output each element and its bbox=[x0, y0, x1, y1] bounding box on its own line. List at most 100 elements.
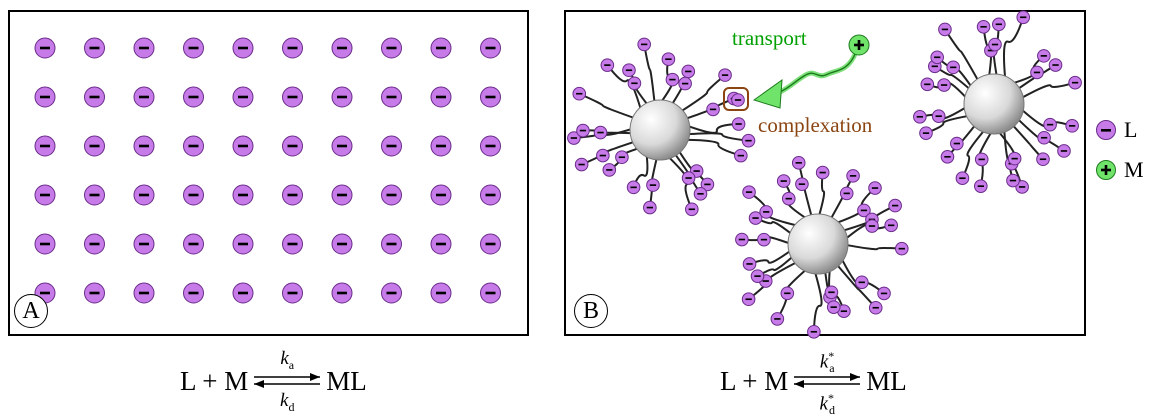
ligand-icon bbox=[913, 109, 927, 124]
ligand-icon bbox=[976, 19, 991, 34]
panel-a-label: A bbox=[14, 294, 48, 328]
ligand-icon bbox=[232, 233, 254, 255]
ligand-icon bbox=[480, 135, 501, 157]
ligand-icon bbox=[183, 184, 204, 206]
ligand-icon bbox=[940, 150, 955, 164]
panel-a: A bbox=[8, 10, 529, 336]
ligand-icon bbox=[741, 292, 756, 307]
ligand-icon bbox=[815, 165, 830, 180]
ligand-icon bbox=[1048, 58, 1063, 72]
nanoparticle-bottom bbox=[735, 156, 909, 339]
ligand-icon bbox=[282, 37, 303, 59]
ligand-chain bbox=[606, 64, 643, 111]
ligand-icon bbox=[381, 184, 402, 206]
ligand-icon bbox=[1057, 144, 1071, 158]
ligand-icon bbox=[596, 148, 610, 163]
ligand-icon bbox=[331, 37, 353, 59]
ligand-icon bbox=[718, 68, 732, 82]
ligand-icon bbox=[1037, 49, 1051, 63]
ligand-icon bbox=[232, 135, 254, 157]
ligand-icon bbox=[34, 233, 56, 255]
ligand-icon bbox=[567, 131, 581, 145]
ligand-icon bbox=[741, 133, 756, 148]
ligand-icon bbox=[826, 300, 841, 314]
ligand-icon bbox=[700, 177, 715, 192]
ligand-icon bbox=[133, 184, 155, 206]
ligand-chain bbox=[1019, 81, 1076, 100]
ligand-icon bbox=[34, 135, 56, 157]
ligand-icon bbox=[133, 86, 155, 108]
ligand-icon bbox=[731, 93, 745, 107]
ligand-icon bbox=[1036, 152, 1050, 167]
ligand-icon bbox=[430, 135, 452, 157]
ligand-chain bbox=[812, 270, 823, 332]
equation-b-left: L + M bbox=[720, 365, 789, 396]
ligand-icon bbox=[572, 86, 587, 101]
ligand-chain bbox=[1002, 16, 1025, 80]
ligand-icon bbox=[868, 300, 883, 315]
ligand-icon bbox=[750, 269, 765, 283]
ligand-icon bbox=[742, 185, 756, 199]
ligand-icon bbox=[627, 76, 642, 91]
ligand-chain bbox=[632, 153, 649, 188]
ligand-icon bbox=[950, 136, 964, 151]
transport-arrowhead bbox=[752, 78, 783, 109]
ligand-icon bbox=[693, 187, 708, 201]
metal-ion-icon bbox=[848, 34, 870, 56]
ligand-icon bbox=[1006, 173, 1020, 188]
equilibrium-arrows-a: ka kd bbox=[250, 349, 324, 414]
ligand-icon bbox=[430, 184, 452, 206]
ligand-chain bbox=[1011, 123, 1044, 160]
rate-constant-kd-star: k*d bbox=[819, 391, 835, 418]
ligand-icon bbox=[955, 171, 970, 186]
ligand-icon bbox=[381, 233, 402, 255]
ligand-icon bbox=[232, 86, 254, 108]
ligand-chain bbox=[749, 249, 793, 265]
ligand-chain bbox=[844, 243, 902, 251]
ligand-icon bbox=[919, 126, 933, 140]
complexation-box bbox=[723, 87, 749, 111]
ligand-icon bbox=[685, 202, 699, 217]
ligand-chain bbox=[685, 138, 742, 157]
nanoparticle-left bbox=[567, 37, 756, 217]
ligand-legend-icon bbox=[1096, 120, 1116, 140]
ligand-chain bbox=[643, 44, 656, 104]
equation-a: L + M ka kd ML bbox=[180, 349, 367, 414]
ligand-icon bbox=[865, 219, 879, 233]
ligand-chain bbox=[686, 123, 739, 134]
ligand-chain bbox=[934, 65, 972, 91]
rate-constant-kd: kd bbox=[280, 390, 295, 414]
ligand-icon bbox=[1007, 151, 1022, 166]
nanoparticle-core bbox=[629, 99, 691, 161]
ligand-icon bbox=[757, 232, 771, 247]
ligand-chain bbox=[944, 28, 980, 83]
nanoparticle-core bbox=[787, 213, 849, 275]
transport-label: transport bbox=[732, 26, 807, 50]
ligand-icon bbox=[748, 211, 763, 225]
ligand-icon bbox=[183, 37, 204, 59]
ligand-icon bbox=[937, 78, 951, 92]
ligand-icon bbox=[84, 37, 105, 59]
ligand-icon bbox=[770, 312, 785, 326]
ligand-icon bbox=[1037, 130, 1051, 145]
ligand-icon bbox=[839, 186, 854, 201]
ligand-icon bbox=[480, 37, 501, 59]
ligand-icon bbox=[480, 282, 501, 304]
ligand-icon bbox=[938, 22, 952, 37]
ligand-chain bbox=[925, 114, 970, 135]
ligand-chain bbox=[679, 74, 726, 113]
ligand-icon bbox=[282, 233, 303, 255]
metal-legend-icon bbox=[1096, 160, 1116, 180]
ligand-icon bbox=[34, 37, 56, 59]
ligand-icon bbox=[776, 174, 791, 188]
ligand-icon bbox=[665, 72, 680, 87]
ligand-icon bbox=[331, 233, 353, 255]
ligand-icon bbox=[34, 86, 56, 108]
complexation-label: complexation bbox=[758, 113, 873, 137]
ligand-icon bbox=[133, 37, 155, 59]
ligand-chain bbox=[817, 172, 826, 218]
equilibrium-arrows-b: k*a k*d bbox=[790, 349, 864, 417]
ligand-icon bbox=[742, 257, 757, 271]
ligand-icon bbox=[84, 282, 105, 304]
rate-constant-ka: ka bbox=[280, 348, 295, 372]
